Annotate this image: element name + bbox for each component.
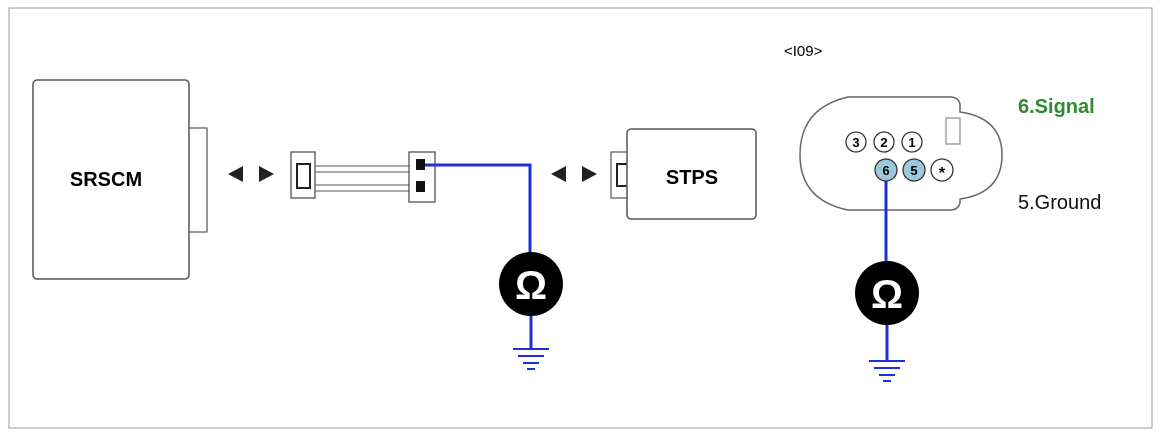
pin-2: 2 (873, 131, 895, 153)
signal-pin-label: 6.Signal (1018, 96, 1095, 118)
connector-latch (945, 117, 961, 145)
srscm-box (32, 79, 190, 280)
left-double-arrow-icon (228, 166, 274, 182)
harness-connector-left (290, 151, 316, 199)
svg-text:3: 3 (852, 135, 859, 150)
stps-box (626, 128, 757, 220)
pin-blank: * (930, 158, 954, 182)
ohm-symbol-right-icon: Ω (871, 273, 903, 317)
pin-5: 5 (902, 158, 926, 182)
ground-left-icon (513, 348, 549, 370)
srscm-module: SRSCM (32, 79, 208, 280)
harness-wires (315, 165, 409, 192)
stps-module: STPS (610, 128, 757, 220)
svg-text:2: 2 (880, 135, 887, 150)
ground-right-icon (869, 360, 905, 382)
pin-6: 6 (874, 158, 898, 182)
connector-id: <I09> (784, 43, 823, 60)
harness-connector-right (408, 151, 436, 203)
ground-pin-label: 5.Ground (1018, 192, 1101, 214)
wire-left-probe (425, 163, 532, 255)
svg-text:1: 1 (908, 135, 915, 150)
ohm-meter-right: Ω (855, 261, 919, 325)
ohm-meter-left-body (499, 252, 563, 316)
outer-frame (8, 7, 1153, 429)
connector-housing (799, 96, 1003, 211)
middle-double-arrow-icon (551, 166, 597, 182)
svg-text:5: 5 (910, 163, 917, 178)
svg-text:*: * (939, 165, 946, 182)
pin-3: 3 (845, 131, 867, 153)
ohm-symbol-left-icon: Ω (515, 264, 547, 308)
svg-text:6: 6 (882, 163, 889, 178)
srscm-connector-tab (186, 127, 208, 233)
srscm-label: SRSCM (70, 169, 142, 191)
pin-1: 1 (901, 131, 923, 153)
ohm-meter-left: Ω (499, 252, 563, 316)
ohm-meter-right-body (855, 261, 919, 325)
connector-face: 3 2 1 6 5 * (799, 96, 1003, 211)
stps-label: STPS (666, 167, 718, 189)
